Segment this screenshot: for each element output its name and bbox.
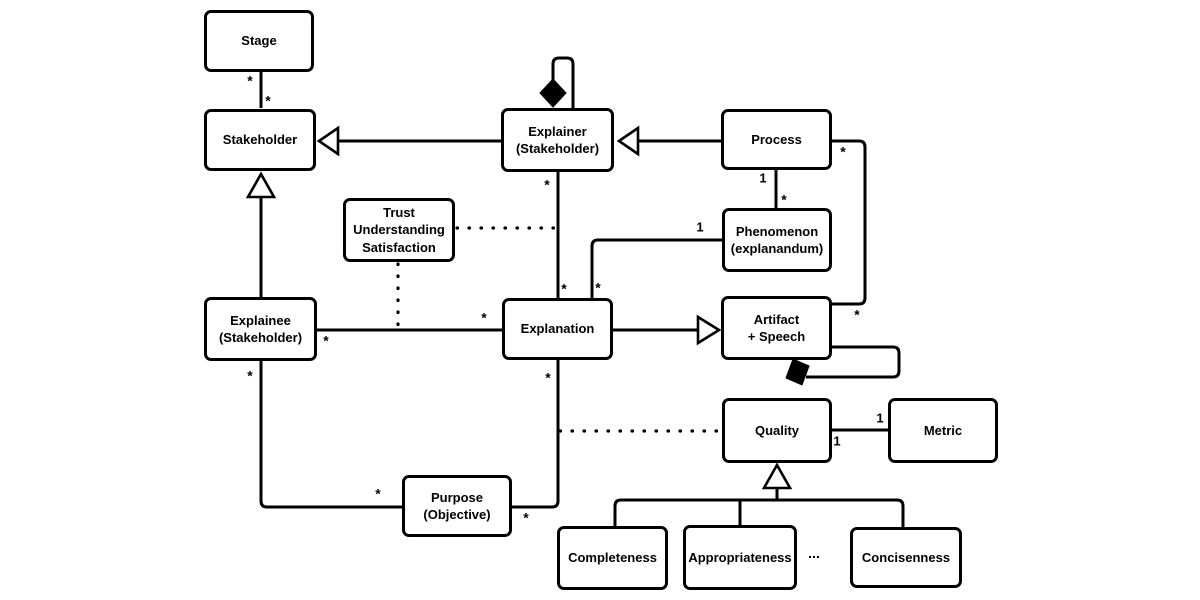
node-process: Process (721, 109, 832, 170)
node-artifact-speech: Artifact + Speech (721, 296, 832, 360)
multiplicity-purpose-end-left: * (375, 485, 381, 502)
edge-purpose-explanation (512, 360, 560, 509)
multiplicity-purpose-end-right: * (523, 509, 529, 526)
edge-artifact-self-loop (806, 345, 901, 379)
node-label: Stage (241, 33, 277, 49)
node-label: Metric (923, 422, 963, 438)
node-label: Stakeholder (222, 132, 298, 148)
node-stakeholder: Stakeholder (204, 109, 316, 171)
generalization-arrow-explainer-icon (616, 125, 640, 157)
node-explainee: Explainee (Stakeholder) (204, 297, 317, 361)
node-label: Quality (754, 422, 800, 438)
generalization-arrow-stakeholder-bottom-icon (245, 171, 277, 199)
node-purpose: Purpose (Objective) (402, 475, 512, 537)
edge-explainee-purpose (259, 361, 402, 509)
multiplicity-metric-end: 1 (876, 410, 884, 426)
multiplicity-explainee-end: * (323, 332, 329, 349)
composition-diamond-explainer-icon (539, 78, 567, 108)
multiplicity-explainee-purpose-top: * (247, 367, 253, 384)
edge-phenomenon-explanation (590, 238, 722, 298)
node-label: Appropriateness (688, 549, 792, 565)
node-label: Explanation (520, 321, 595, 337)
multiplicity-explanation-end-phenomenon: * (595, 279, 601, 296)
node-appropriateness: Appropriateness (683, 525, 797, 590)
edge-process-artifact (832, 139, 867, 306)
composition-diamond-artifact-icon (785, 358, 810, 386)
node-label: Artifact + Speech (747, 311, 806, 344)
node-metric: Metric (888, 398, 998, 463)
multiplicity-stage-end: * (247, 72, 253, 89)
multiplicity-phenomenon-end: * (781, 191, 787, 208)
multiplicity-explanation-end-top: * (561, 280, 567, 297)
node-label: Phenomenon (explanandum) (730, 223, 824, 256)
node-explanation: Explanation (502, 298, 613, 360)
node-stage: Stage (204, 10, 314, 72)
multiplicity-quality-end: 1 (833, 433, 841, 449)
node-label: Concisenness (861, 549, 951, 565)
multiplicity-phenomenon-one: 1 (696, 219, 704, 235)
edge-explainer-self-loop (551, 56, 575, 108)
multiplicity-explanation-end-left: * (481, 309, 487, 326)
node-label: Trust Understanding Satisfaction (353, 205, 445, 255)
ellipsis-label: ... (808, 545, 820, 561)
node-concisenness: Concisenness (850, 527, 962, 588)
node-quality: Quality (722, 398, 832, 463)
node-phenomenon: Phenomenon (explanandum) (722, 208, 832, 272)
multiplicity-process-artifact-bottom: * (854, 306, 860, 323)
node-explainer: Explainer (Stakeholder) (501, 108, 614, 172)
node-label: Completeness (568, 550, 657, 566)
generalization-arrow-stakeholder-left-icon (316, 125, 340, 157)
edge-quality-subclass-bus (613, 498, 905, 527)
node-label: Purpose (Objective) (423, 489, 491, 522)
multiplicity-explanation-end-bottom: * (545, 369, 551, 386)
multiplicity-process-artifact-top: * (840, 143, 846, 160)
multiplicity-stakeholder-end: * (265, 92, 271, 109)
node-label: Process (751, 131, 802, 147)
multiplicity-explainer-end: * (544, 176, 550, 193)
node-label: Explainer (Stakeholder) (515, 123, 600, 156)
multiplicity-process-end: 1 (759, 170, 767, 186)
node-trust-understanding-satisfaction: Trust Understanding Satisfaction (343, 198, 455, 262)
generalization-arrow-quality-icon (761, 462, 793, 490)
node-label: Explainee (Stakeholder) (218, 312, 303, 345)
node-completeness: Completeness (557, 526, 668, 590)
generalization-arrow-artifact-icon (696, 314, 722, 346)
